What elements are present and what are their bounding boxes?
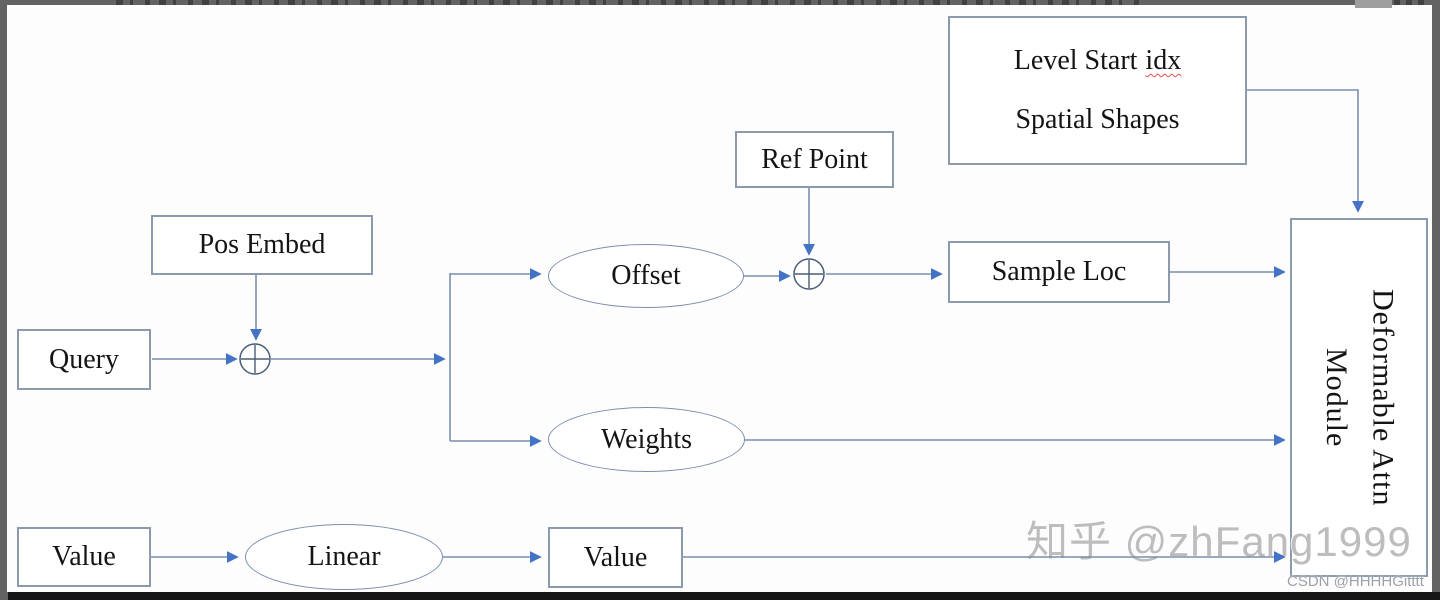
node-sample-loc: Sample Loc: [948, 241, 1170, 303]
node-value-projected-label: Value: [583, 541, 648, 573]
deformable-line1: Deformable Attn: [1366, 288, 1400, 507]
node-sample-loc-label: Sample Loc: [991, 256, 1127, 287]
deformable-vertical-text: Deformable Attn Module: [1313, 289, 1406, 506]
node-linear-label: Linear: [307, 541, 381, 572]
node-weights: Weights: [548, 407, 745, 472]
node-value-input: Value: [17, 527, 151, 587]
node-ref-point: Ref Point: [735, 131, 894, 188]
clipped-text-artifact: [116, 0, 1144, 5]
node-pos-embed-label: Pos Embed: [198, 229, 326, 260]
node-query-label: Query: [49, 343, 119, 375]
node-weights-label: Weights: [600, 423, 693, 455]
node-offset: Offset: [548, 244, 744, 308]
zhihu-watermark: 知乎 @zhFang1999: [1026, 518, 1412, 565]
bottom-frame-bar: [8, 592, 1440, 600]
node-offset-label: Offset: [611, 260, 681, 291]
top-bar-light-patch: [1355, 0, 1392, 8]
node-deformable-attn-module: Deformable Attn Module: [1290, 218, 1428, 577]
node-ref-point-label: Ref Point: [761, 143, 868, 175]
clipped-text-artifact: [1394, 0, 1424, 5]
deformable-line2: Module: [1320, 347, 1353, 448]
csdn-watermark: CSDN @HHHHGitttt: [1287, 573, 1424, 590]
idx-misspell-text: idx: [1145, 45, 1182, 76]
node-query: Query: [17, 329, 151, 390]
level-start-text: Level Start: [1013, 45, 1138, 76]
spatial-shapes-line: Spatial Shapes: [1015, 104, 1180, 135]
node-value-input-label: Value: [52, 541, 116, 572]
node-linear: Linear: [245, 524, 443, 590]
node-value-projected: Value: [548, 527, 683, 588]
node-pos-embed: Pos Embed: [151, 215, 373, 275]
